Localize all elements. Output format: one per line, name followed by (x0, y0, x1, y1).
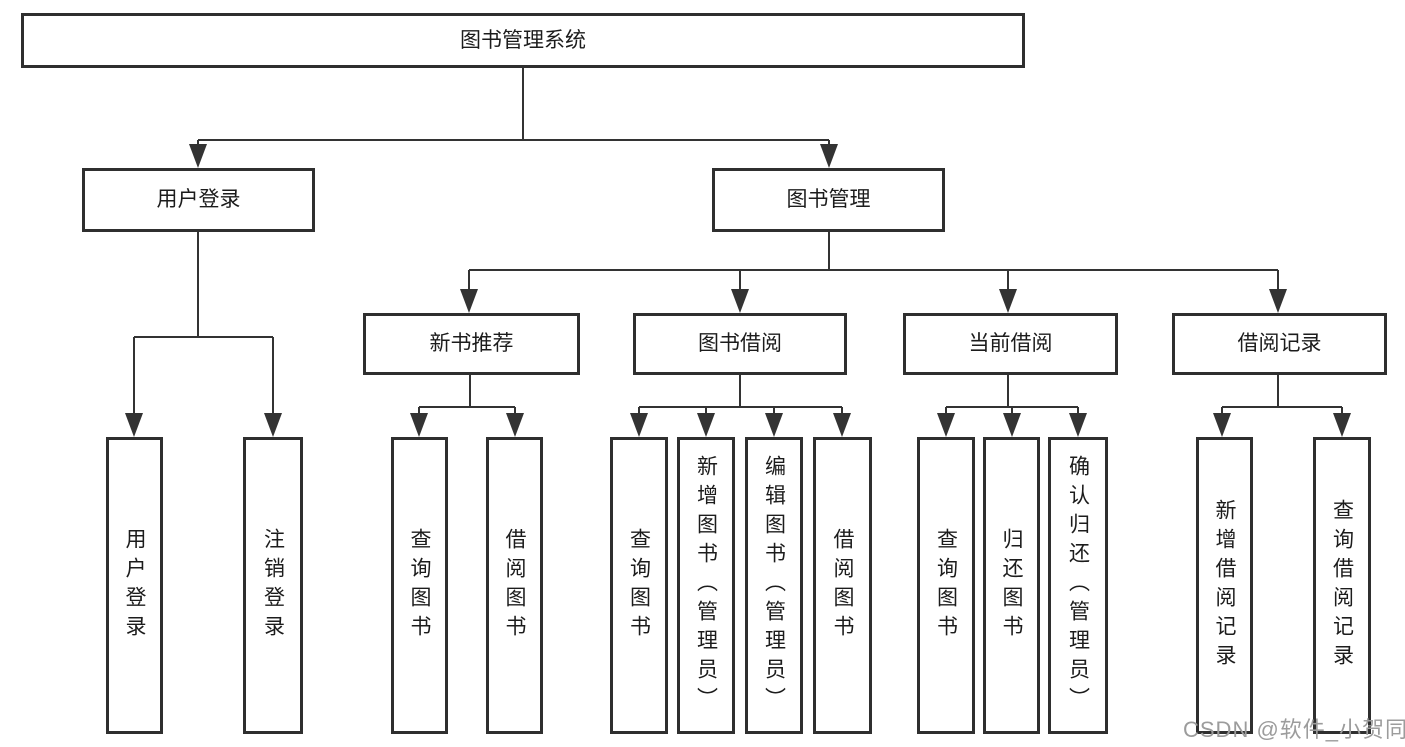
node-book-borrow: 图书借阅 (633, 313, 847, 375)
arrowhead (833, 413, 851, 437)
leaf-node: 编辑图书（管理员） (745, 437, 803, 734)
arrowhead (460, 289, 478, 313)
leaf-node: 归还图书 (983, 437, 1040, 734)
leaf-label: 查询图书 (934, 527, 958, 644)
leaf-label: 查询借阅记录 (1330, 498, 1354, 673)
arrowhead (765, 413, 783, 437)
arrowhead (937, 413, 955, 437)
arrowhead (1269, 289, 1287, 313)
borrow-records-branch (1221, 375, 1343, 415)
arrowhead (1213, 413, 1231, 437)
leaf-label: 用户登录 (123, 527, 146, 644)
node-current-borrow: 当前借阅 (903, 313, 1118, 375)
root-node: 图书管理系统 (21, 13, 1025, 68)
leaf-node: 查询借阅记录 (1313, 437, 1371, 734)
leaf-label: 编辑图书（管理员） (762, 455, 786, 716)
arrowhead (506, 413, 524, 437)
leaf-node: 查询图书 (917, 437, 975, 734)
arrowhead (697, 413, 715, 437)
arrowhead (630, 413, 648, 437)
leaf-label: 新增图书（管理员） (694, 455, 718, 716)
arrowhead (189, 144, 207, 168)
leaf-node: 查询图书 (610, 437, 668, 734)
leaf-label: 借阅图书 (503, 527, 526, 644)
arrowhead (820, 144, 838, 168)
leaf-node: 确认归还（管理员） (1048, 437, 1108, 734)
arrowhead (1003, 413, 1021, 437)
leaf-label: 新增借阅记录 (1213, 498, 1236, 673)
leaf-node: 新增借阅记录 (1196, 437, 1253, 734)
current-borrow-branch (945, 375, 1079, 415)
node-new-book-recommend: 新书推荐 (363, 313, 580, 375)
root-connector (197, 68, 830, 146)
arrowhead (731, 289, 749, 313)
leaf-label: 归还图书 (1000, 527, 1023, 644)
node-borrow-records: 借阅记录 (1172, 313, 1387, 375)
user-login-branch (133, 232, 274, 415)
arrowhead (999, 289, 1017, 313)
arrowhead (125, 413, 143, 437)
csdn-watermark: CSDN @软件_小贺同学 (1183, 717, 1405, 742)
arrowhead (1333, 413, 1351, 437)
leaf-node: 注销登录 (243, 437, 303, 734)
new-book-branch (418, 375, 516, 415)
leaf-label: 借阅图书 (831, 527, 854, 644)
leaf-node: 借阅图书 (813, 437, 872, 734)
leaf-node: 新增图书（管理员） (677, 437, 735, 734)
leaf-label: 查询图书 (627, 527, 651, 644)
node-book-management: 图书管理 (712, 168, 945, 232)
leaf-label: 注销登录 (261, 527, 285, 644)
leaf-label: 查询图书 (408, 527, 431, 644)
book-borrow-branch (638, 375, 843, 415)
leaf-node: 查询图书 (391, 437, 448, 734)
leaf-node: 用户登录 (106, 437, 163, 734)
arrowhead (1069, 413, 1087, 437)
arrowhead (410, 413, 428, 437)
book-mgmt-branch (468, 232, 1279, 291)
arrowhead (264, 413, 282, 437)
leaf-node: 借阅图书 (486, 437, 543, 734)
node-user-login: 用户登录 (82, 168, 315, 232)
leaf-label: 确认归还（管理员） (1066, 455, 1090, 716)
